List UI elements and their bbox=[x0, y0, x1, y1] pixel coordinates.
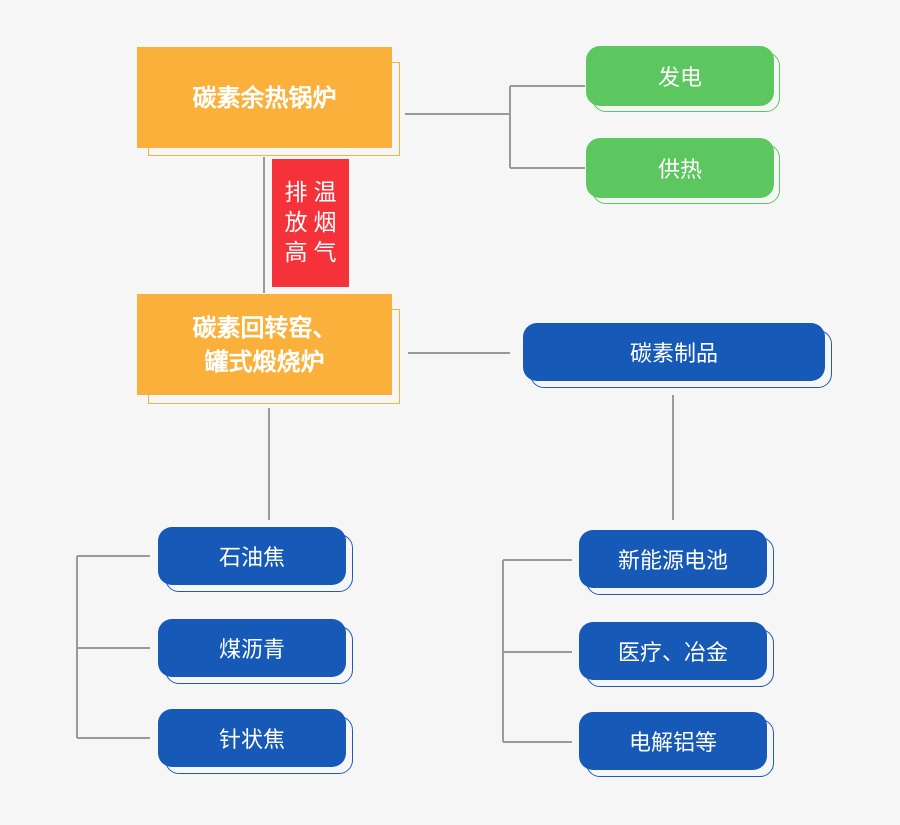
aluminum-label: 电解铝等 bbox=[628, 731, 717, 756]
exhaust-char: 排 bbox=[284, 180, 308, 206]
kiln-label-line1: 碳素回转窑、 bbox=[192, 313, 337, 342]
needle-coke-label: 针状焦 bbox=[218, 728, 285, 753]
exhaust-char: 放 bbox=[284, 210, 308, 236]
power-node: 发电 bbox=[586, 46, 774, 106]
medical-node: 医疗、冶金 bbox=[579, 622, 767, 680]
exhaust-char: 温 bbox=[313, 180, 337, 206]
battery-label: 新能源电池 bbox=[617, 549, 728, 574]
exhaust-gas-label: 温 烟 气 排 放 高 bbox=[272, 159, 349, 287]
battery-node: 新能源电池 bbox=[579, 530, 767, 588]
petroleum-coke-label: 石油焦 bbox=[218, 546, 285, 571]
exhaust-col-right: 温 烟 气 bbox=[314, 178, 337, 268]
waste-heat-boiler-label: 碳素余热锅炉 bbox=[192, 83, 337, 112]
heating-label: 供热 bbox=[657, 158, 702, 183]
carbon-products-node: 碳素制品 bbox=[523, 323, 825, 381]
medical-label: 医疗、冶金 bbox=[617, 641, 728, 666]
exhaust-char: 气 bbox=[313, 240, 337, 266]
petroleum-coke-node: 石油焦 bbox=[158, 527, 346, 585]
heating-node: 供热 bbox=[586, 138, 774, 198]
kiln-label-line2: 罐式煅烧炉 bbox=[204, 347, 325, 376]
needle-coke-node: 针状焦 bbox=[158, 709, 346, 767]
coal-pitch-node: 煤沥青 bbox=[158, 619, 346, 677]
carbon-products-label: 碳素制品 bbox=[629, 342, 718, 367]
waste-heat-boiler-node: 碳素余热锅炉 bbox=[137, 47, 392, 148]
aluminum-node: 电解铝等 bbox=[579, 712, 767, 770]
exhaust-col-left: 排 放 高 bbox=[285, 178, 308, 268]
coal-pitch-label: 煤沥青 bbox=[218, 638, 285, 663]
kiln-node: 碳素回转窑、 罐式煅烧炉 bbox=[137, 294, 392, 395]
power-label: 发电 bbox=[657, 66, 702, 91]
exhaust-char: 烟 bbox=[313, 210, 337, 236]
exhaust-char: 高 bbox=[284, 240, 308, 266]
